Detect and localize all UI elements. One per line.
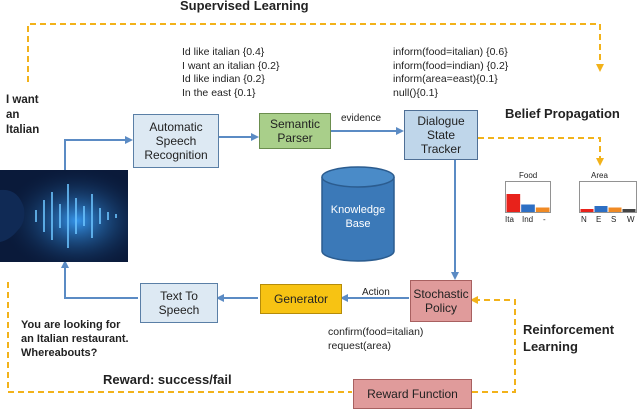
stochastic-policy-box: Stochastic Policy: [410, 280, 472, 322]
area-chart-bar-E: [594, 206, 608, 212]
voice-wave-icon: [0, 170, 128, 262]
knowledge-base-label-line1: Knowledge: [330, 204, 386, 216]
text-to-speech-box: Text To Speech: [140, 283, 218, 323]
action-label: Action: [362, 287, 390, 298]
food-chart-bar--: [535, 207, 550, 212]
area-chart-tick-0: N: [581, 215, 587, 224]
area-chart-title: Area: [591, 171, 608, 180]
dialogue-state-tracker-box: Dialogue State Tracker: [404, 110, 478, 160]
reinforcement-loop-line: [7, 282, 516, 393]
food-chart-tick-1: Ind: [522, 215, 534, 224]
area-chart-bar-N: [580, 209, 594, 212]
food-chart-plot: [505, 181, 551, 213]
policy-acts-list: confirm(food=italian) request(area): [328, 326, 424, 352]
food-chart: Food Ita Ind -: [505, 171, 551, 231]
semantic-parser-box: Semantic Parser: [259, 113, 331, 149]
evidence-label: evidence: [341, 113, 382, 124]
area-chart-bar-W: [622, 209, 636, 212]
asr-box: Automatic Speech Recognition: [133, 114, 219, 168]
speaker-image: [0, 170, 128, 262]
area-chart-tick-1: E: [596, 215, 602, 224]
area-chart-tick-2: S: [611, 215, 617, 224]
knowledge-base: Knowledge Base: [320, 165, 396, 263]
area-chart-tick-3: W: [627, 215, 635, 224]
food-chart-tick-2: -: [543, 215, 546, 224]
area-chart: Area N E S W: [579, 171, 637, 231]
tts-to-speaker-arrow: [61, 260, 138, 299]
reinforcement-heading-line2: Learning: [523, 339, 578, 354]
food-chart-tick-0: Ita: [505, 215, 514, 224]
database-icon: [321, 166, 395, 262]
generator-box: Generator: [260, 284, 342, 314]
reinforcement-heading-line1: Reinforcement: [523, 322, 615, 337]
speaker-to-asr-arrow: [64, 136, 133, 170]
reward-heading: Reward: success/fail: [103, 372, 232, 387]
area-chart-frame: [579, 181, 637, 213]
user-utterance: I want an Italian: [6, 94, 40, 136]
asr-hypotheses-list: Id like italian {0.4} I want an italian …: [182, 46, 280, 99]
system-utterance: You are looking for an Italian restauran…: [21, 319, 129, 359]
knowledge-base-label-line2: Base: [345, 218, 371, 230]
area-chart-bar-S: [608, 207, 622, 212]
food-chart-bar-Ind: [521, 204, 535, 212]
supervised-learning-heading: Supervised Learning: [180, 0, 309, 13]
belief-propagation-heading: Belief Propagation: [505, 106, 620, 121]
food-chart-bar-Ita: [506, 194, 521, 212]
belief-states-list: inform(food=italian) {0.6} inform(food=i…: [393, 46, 509, 99]
area-chart-plot: [579, 181, 637, 213]
food-chart-title: Food: [519, 171, 538, 180]
reward-function-box: Reward Function: [353, 379, 472, 409]
belief-propagation-line: [478, 137, 604, 166]
supervised-loop-line: [27, 23, 604, 82]
